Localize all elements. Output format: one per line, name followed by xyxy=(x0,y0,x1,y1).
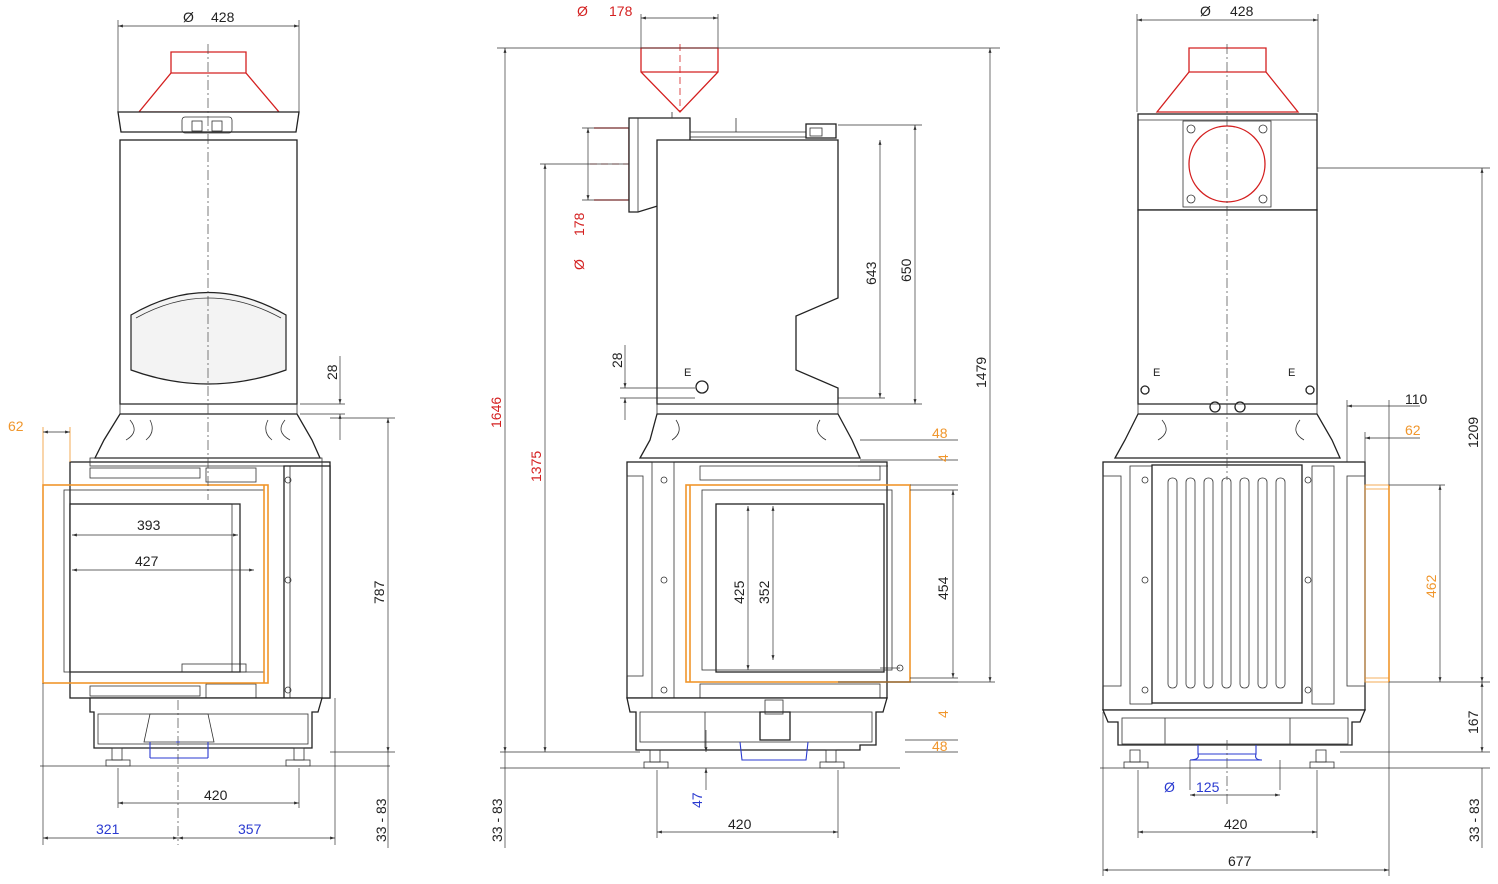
side-dim-48-bottom: 48 xyxy=(932,738,948,754)
front-base xyxy=(89,697,323,749)
side-dim-1479: 1479 xyxy=(973,357,989,388)
front-dim-28: 28 xyxy=(324,364,340,380)
side-dim-454: 454 xyxy=(935,576,951,600)
front-dim-420: 420 xyxy=(204,787,228,803)
side-dim-420: 420 xyxy=(728,816,752,832)
side-dim-4-bottom: 4 xyxy=(935,710,951,718)
front-door-frame xyxy=(42,484,269,684)
front-dim-33-83: 33 - 83 xyxy=(373,798,389,842)
rear-flue-diameter-label: 428 xyxy=(1230,3,1254,19)
side-dim-28: 28 xyxy=(609,352,625,368)
rear-label-e-left: E xyxy=(1153,367,1160,379)
rear-flue-diameter-symbol: Ø xyxy=(1200,3,1211,19)
side-dim-425: 425 xyxy=(731,580,747,604)
rear-view: Ø 428 E E xyxy=(1100,3,1490,876)
rear-dim-1209: 1209 xyxy=(1465,417,1481,448)
side-dim-643: 643 xyxy=(863,261,879,285)
side-dim-1375: 1375 xyxy=(528,451,544,482)
side-firebox-crown xyxy=(638,413,862,459)
side-outlet-side-label: 178 xyxy=(571,212,587,236)
rear-base xyxy=(1102,709,1366,746)
rear-dim-167: 167 xyxy=(1465,710,1481,734)
side-outlet-side-symbol: Ø xyxy=(571,259,587,270)
side-dim-650: 650 xyxy=(898,258,914,282)
side-outlet-top-label: 178 xyxy=(609,3,633,19)
rear-dim-420: 420 xyxy=(1224,816,1248,832)
front-dim-62: 62 xyxy=(8,418,24,434)
side-dim-1646: 1646 xyxy=(488,397,504,428)
side-door-frame xyxy=(685,484,911,683)
side-dim-48-top: 48 xyxy=(932,425,948,441)
rear-inlet-symbol: Ø xyxy=(1164,779,1175,795)
rear-dim-110: 110 xyxy=(1405,391,1428,407)
side-label-e: E xyxy=(684,367,691,379)
front-firebox-crown xyxy=(93,413,322,459)
side-glass xyxy=(715,503,885,673)
front-flue-diameter-symbol: Ø xyxy=(183,9,194,25)
rear-convection-casing xyxy=(1137,209,1318,405)
front-flue-diameter-label: 428 xyxy=(211,9,235,25)
rear-label-e-right: E xyxy=(1288,367,1295,379)
rear-dim-33-83: 33 - 83 xyxy=(1466,798,1482,842)
side-dim-352: 352 xyxy=(756,580,772,604)
front-top-plate xyxy=(117,111,300,133)
rear-grille xyxy=(1151,464,1303,704)
side-dim-4-top: 4 xyxy=(935,454,951,462)
rear-flue-collar xyxy=(1155,47,1300,113)
front-view: Ø 428 28 xyxy=(8,9,395,848)
front-dim-357: 357 xyxy=(238,821,262,837)
side-outlet-top-symbol: Ø xyxy=(577,3,588,19)
side-dim-33-83: 33 - 83 xyxy=(489,798,505,842)
front-air-hood xyxy=(130,291,287,385)
front-dim-393: 393 xyxy=(137,517,161,533)
side-convection-casing xyxy=(656,139,839,405)
side-outlet-collar xyxy=(640,47,719,113)
rear-dim-462: 462 xyxy=(1423,574,1439,598)
front-dim-321: 321 xyxy=(96,821,120,837)
rear-dim-677: 677 xyxy=(1228,853,1252,869)
rear-inlet-diameter: 125 xyxy=(1196,779,1220,795)
front-dim-427: 427 xyxy=(135,553,159,569)
front-flue-collar xyxy=(137,51,281,113)
rear-firebox-crown xyxy=(1113,413,1342,459)
side-dim-47: 47 xyxy=(689,792,705,808)
side-view: Ø 178 E 28 Ø 178 xyxy=(488,3,1000,848)
rear-connection-box xyxy=(1137,113,1318,211)
front-dim-787: 787 xyxy=(371,580,387,604)
side-base xyxy=(626,697,888,751)
rear-dim-62: 62 xyxy=(1405,422,1421,438)
